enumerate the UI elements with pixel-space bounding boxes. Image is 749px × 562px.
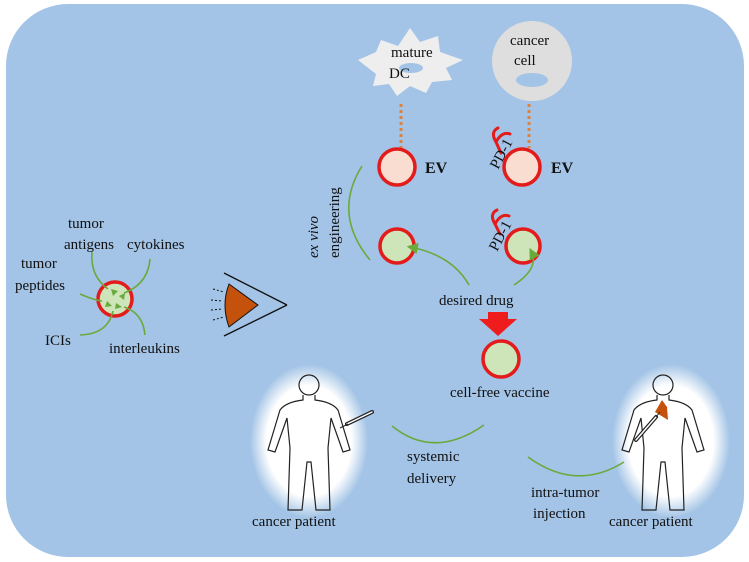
icis-line: [79, 310, 114, 336]
cargo-marker-1: [111, 289, 118, 296]
intra-tumor-label-line1: intra-tumor: [531, 485, 599, 501]
tumor-peptides-label-line1: tumor: [21, 256, 57, 272]
mature-dc-label-line2: DC: [389, 66, 410, 82]
systemic-delivery-label-line1: systemic: [407, 449, 460, 465]
mature-dc-body: [358, 28, 463, 96]
cytokines-line: [123, 258, 151, 294]
mature-dc: mature DC: [358, 28, 463, 96]
right-cancer-patient-label: cancer patient: [609, 514, 694, 530]
mature-dc-label-line1: mature: [391, 45, 433, 61]
systemic-delivery-arc: [391, 424, 485, 444]
right-patient-glow: [612, 364, 730, 518]
cargo-marker-3: [105, 301, 112, 307]
cell-free-vaccine-label: cell-free vaccine: [450, 385, 550, 401]
ev-label-right: EV: [551, 160, 574, 177]
right-patient-silhouette: [621, 374, 705, 511]
tumor-peptides-label-line2: peptides: [15, 278, 65, 294]
cancer-cell-nucleus: [516, 73, 548, 87]
icis-label: ICIs: [45, 333, 71, 349]
interleukins-label: interleukins: [109, 341, 180, 357]
cancer-cell-label-line1: cancer: [510, 33, 549, 49]
ex-vivo-label: ex vivo: [306, 215, 322, 258]
cancer-cell: cancer cell: [492, 21, 572, 101]
interleukins-line: [123, 306, 146, 336]
tumor-sector: [224, 283, 259, 328]
drug-arrow-left: [406, 242, 470, 286]
antigens-line: [91, 251, 109, 290]
peptides-line: [79, 293, 103, 302]
engineering-arc: [347, 165, 371, 261]
right-patient-tumor: [655, 400, 668, 420]
engineered-ev-right: [504, 227, 542, 265]
ev-cancer-derived: [502, 147, 542, 187]
engineering-label: engineering: [327, 187, 343, 258]
systemic-delivery-label-line2: delivery: [407, 471, 457, 487]
syringe-icon-right: [634, 411, 661, 442]
left-cancer-patient-label: cancer patient: [252, 514, 337, 530]
cytokines-label: cytokines: [127, 237, 185, 253]
cargo-marker-4: [115, 303, 122, 309]
cancer-cell-body: [492, 21, 572, 101]
tumor-antigens-label-line1: tumor: [68, 216, 104, 232]
syringe-icon-left: [339, 410, 374, 429]
intra-tumor-arc: [527, 456, 625, 477]
engineered-ev-left: [378, 227, 416, 265]
ev-dc-derived: [377, 147, 417, 187]
view-wedge-icon: [210, 272, 288, 337]
big-red-arrow: [479, 312, 517, 336]
background-panel: [6, 4, 744, 557]
cell-free-vaccine-ev: [481, 339, 521, 379]
drug-arrow-right: [513, 248, 540, 286]
loaded-ev-cargo: tumor antigens cytokines tumor peptides …: [15, 216, 185, 357]
tumor-antigens-label-line2: antigens: [64, 237, 114, 253]
left-patient-glow: [250, 364, 368, 518]
ev-label-left: EV: [425, 160, 448, 177]
mature-dc-nucleus: [399, 63, 423, 73]
loaded-ev: [96, 280, 134, 318]
intra-tumor-label-line2: injection: [533, 506, 586, 522]
cargo-marker-2: [119, 293, 125, 300]
cancer-cell-label-line2: cell: [514, 53, 536, 69]
left-patient-silhouette: [267, 374, 351, 511]
desired-drug-label: desired drug: [439, 293, 514, 309]
